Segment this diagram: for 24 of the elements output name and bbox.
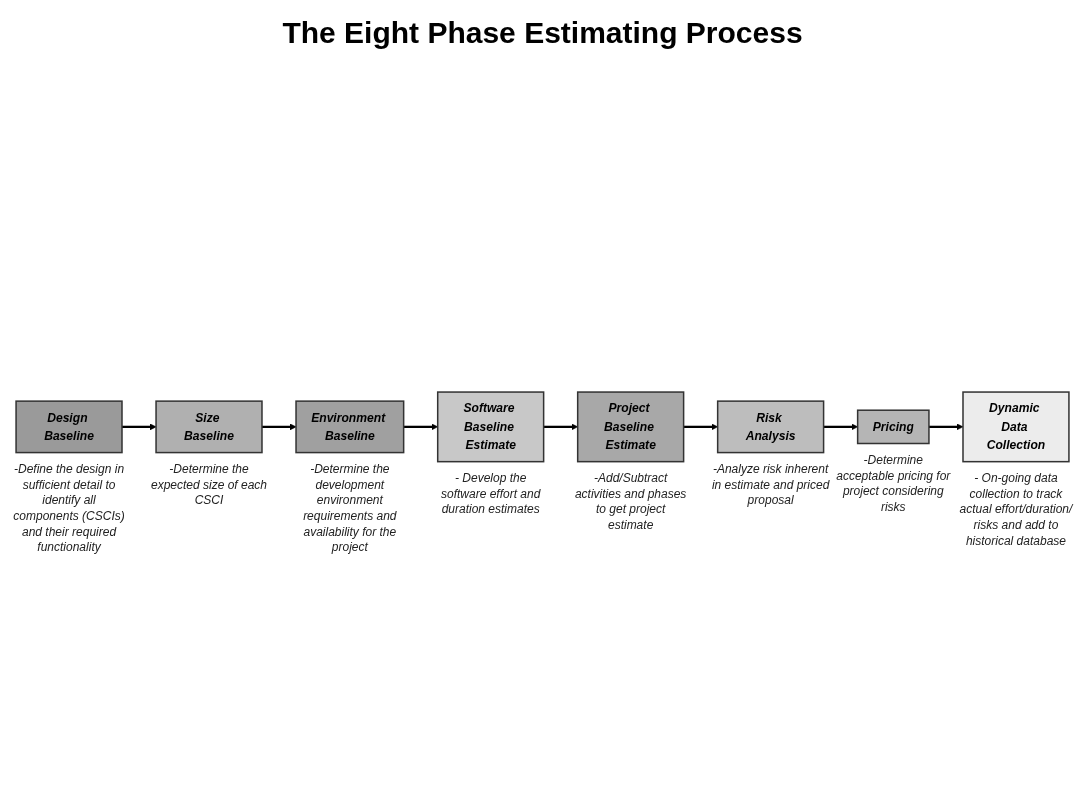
arrow	[262, 423, 297, 430]
arrow	[823, 423, 858, 430]
node-note: - On-going data collection to track actual effort/duration/ risks and add to historical database	[958, 471, 1074, 550]
node-note: -Analyze risk inherent in estimate and priced proposal	[711, 462, 830, 509]
node-box: Software Baseline Estimate	[436, 390, 545, 463]
arrow	[928, 423, 964, 430]
node-box: Project Baseline Estimate	[576, 390, 685, 463]
arrow	[543, 423, 578, 430]
node-note: -Add/Subtract activities and phases to get project estimate	[573, 471, 688, 534]
node-note: -Define the design in sufficient detail to identify all components (CSCIs) and their required functionality	[12, 462, 126, 556]
node-box: Design Baseline	[15, 400, 123, 453]
arrow	[403, 423, 438, 430]
node-note: -Determine the expected size of each CSCI	[150, 462, 268, 509]
node-note: - Develop the software effort and duration estimates	[439, 471, 542, 519]
node-box: Dynamic Data Collection	[962, 390, 1070, 463]
node-note: -Determine acceptable pricing for project considering risks	[835, 453, 952, 516]
node-box: Size Baseline	[155, 400, 263, 453]
arrow	[122, 423, 157, 430]
node-box: Pricing	[856, 409, 930, 444]
diagram-title: The Eight Phase Estimating Process	[282, 16, 803, 50]
node-box: Risk Analysis	[716, 400, 825, 453]
arrow	[683, 423, 718, 430]
node-note: -Determine the development environment requirements and availability for the project	[302, 462, 398, 556]
node-box: Environment Baseline	[295, 400, 405, 453]
